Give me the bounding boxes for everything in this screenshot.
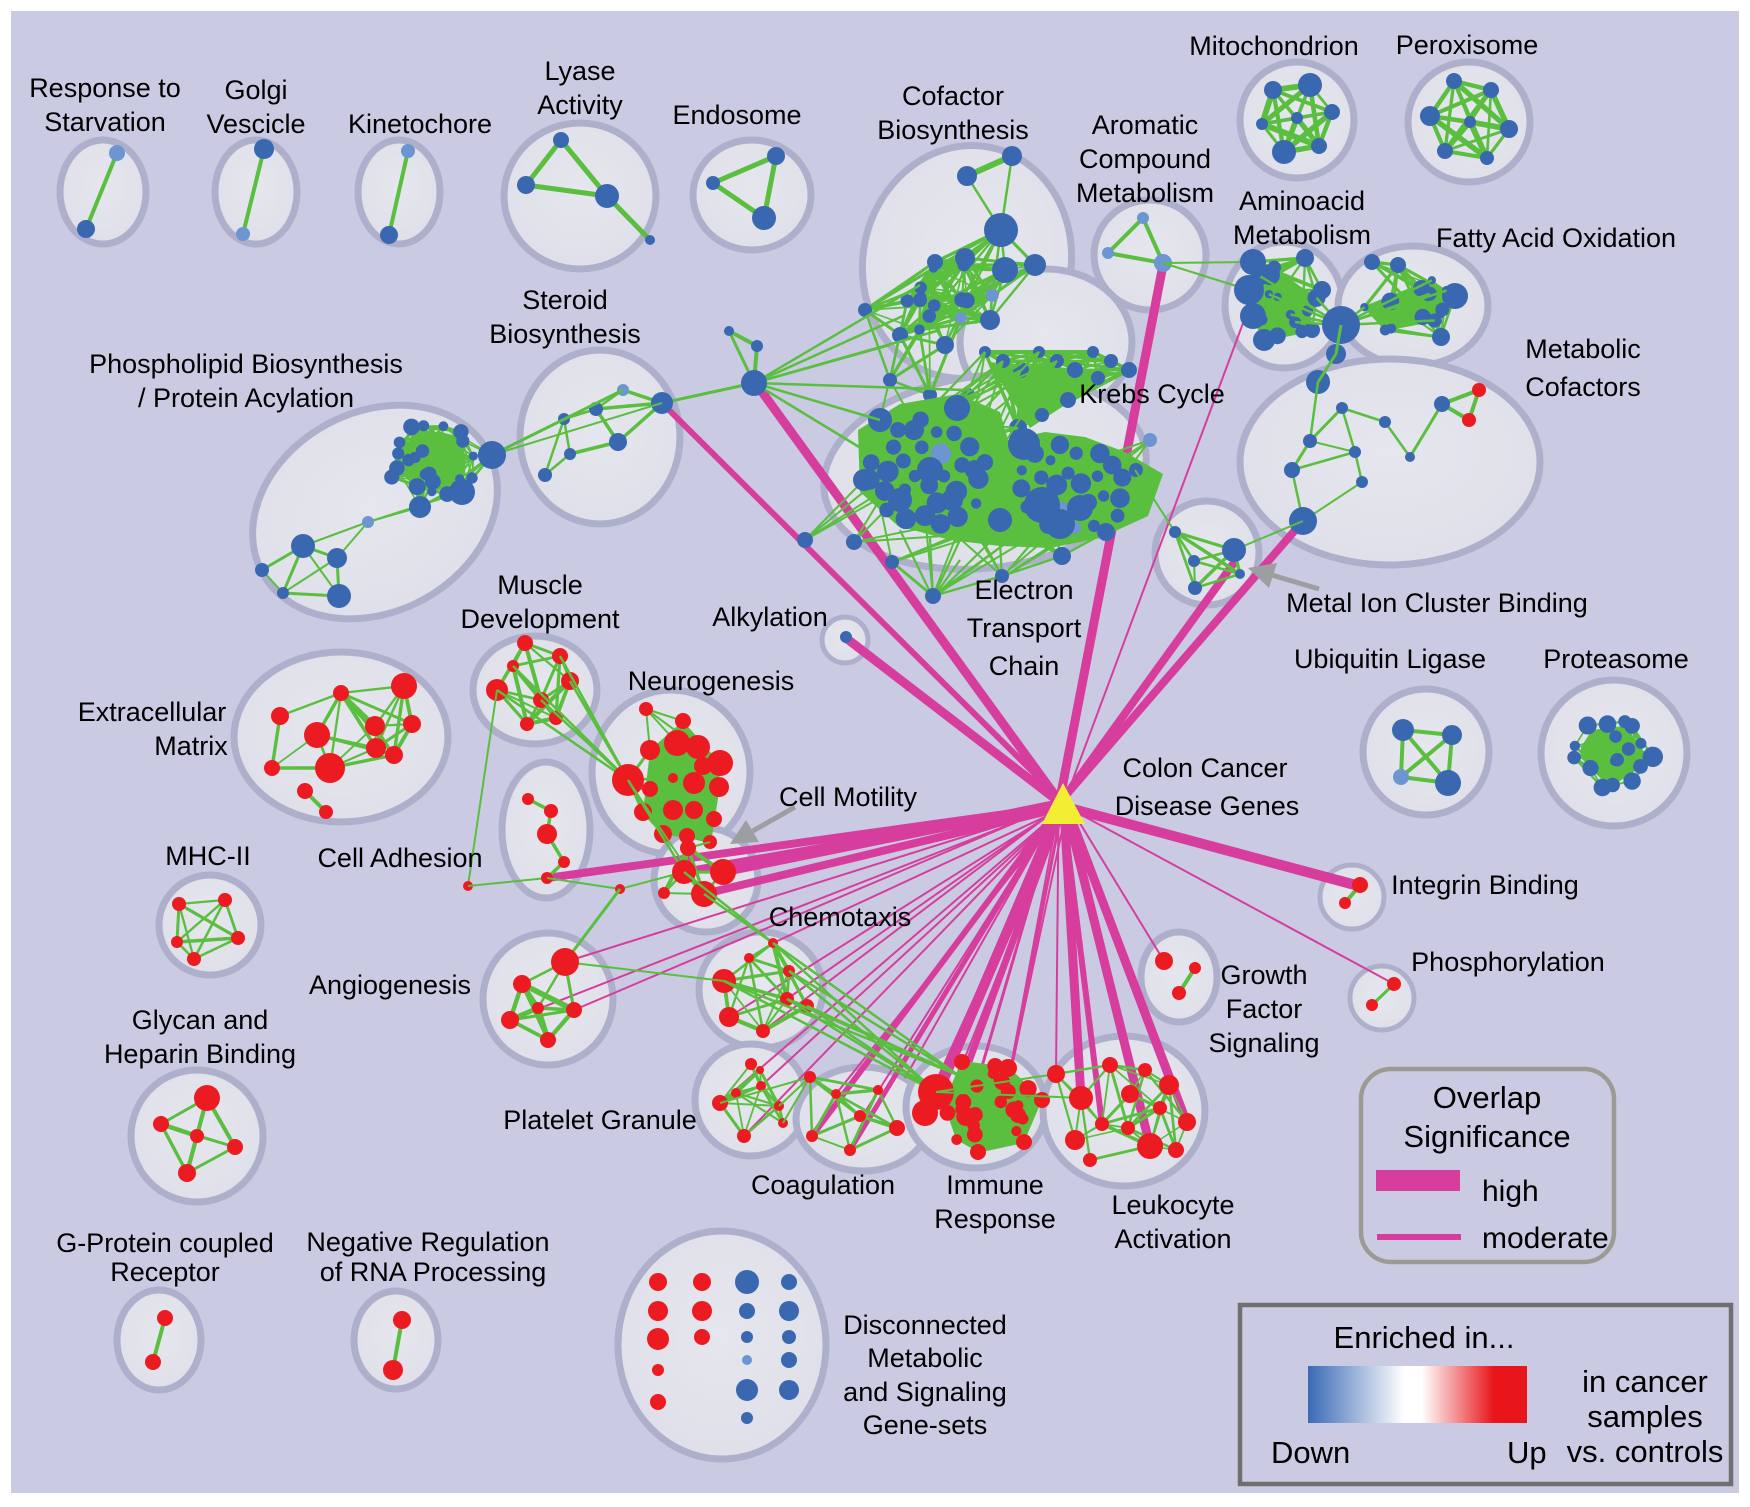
svg-text:Immune: Immune <box>946 1170 1044 1200</box>
svg-text:vs. controls: vs. controls <box>1567 1434 1724 1469</box>
svg-text:Platelet Granule: Platelet Granule <box>503 1105 697 1135</box>
svg-text:Significance: Significance <box>1403 1119 1570 1154</box>
svg-text:Muscle: Muscle <box>497 570 583 600</box>
svg-text:Activation: Activation <box>1114 1224 1231 1254</box>
svg-text:Krebs Cycle: Krebs Cycle <box>1079 379 1225 409</box>
svg-text:Colon Cancer: Colon Cancer <box>1122 753 1287 783</box>
svg-text:Metabolism: Metabolism <box>1076 178 1214 208</box>
svg-text:Golgi: Golgi <box>224 75 287 105</box>
svg-text:Up: Up <box>1507 1435 1547 1470</box>
svg-text:Ubiquitin Ligase: Ubiquitin Ligase <box>1294 644 1486 674</box>
svg-text:Signaling: Signaling <box>1208 1028 1319 1058</box>
svg-text:Development: Development <box>460 604 620 634</box>
svg-text:Matrix: Matrix <box>154 731 228 761</box>
svg-text:of RNA Processing: of RNA Processing <box>320 1257 547 1287</box>
svg-text:Chemotaxis: Chemotaxis <box>769 902 912 932</box>
svg-text:Steroid: Steroid <box>522 285 608 315</box>
svg-text:Glycan and: Glycan and <box>132 1005 269 1035</box>
svg-text:Phosphorylation: Phosphorylation <box>1411 947 1605 977</box>
svg-text:Factor: Factor <box>1226 994 1303 1024</box>
svg-text:Cofactors: Cofactors <box>1525 372 1641 402</box>
svg-text:high: high <box>1482 1175 1539 1208</box>
svg-text:Extracellular: Extracellular <box>78 697 227 727</box>
svg-text:/ Protein Acylation: / Protein Acylation <box>138 383 354 413</box>
svg-text:Biosynthesis: Biosynthesis <box>877 115 1029 145</box>
svg-text:Phospholipid Biosynthesis: Phospholipid Biosynthesis <box>89 349 403 379</box>
svg-text:Alkylation: Alkylation <box>712 602 828 632</box>
svg-text:Cofactor: Cofactor <box>902 81 1004 111</box>
svg-text:Gene-sets: Gene-sets <box>863 1410 988 1440</box>
svg-text:MHC-II: MHC-II <box>165 841 250 871</box>
svg-text:Aminoacid: Aminoacid <box>1239 186 1365 216</box>
svg-text:Heparin Binding: Heparin Binding <box>104 1039 296 1069</box>
svg-text:Enriched in...: Enriched in... <box>1334 1320 1515 1355</box>
svg-text:Disconnected: Disconnected <box>843 1310 1007 1340</box>
svg-text:Peroxisome: Peroxisome <box>1396 30 1539 60</box>
svg-text:Fatty Acid Oxidation: Fatty Acid Oxidation <box>1436 223 1676 253</box>
svg-text:Integrin Binding: Integrin Binding <box>1391 870 1579 900</box>
svg-text:Proteasome: Proteasome <box>1543 644 1689 674</box>
svg-text:Leukocyte: Leukocyte <box>1111 1190 1234 1220</box>
svg-text:Coagulation: Coagulation <box>751 1170 895 1200</box>
svg-text:G-Protein coupled: G-Protein coupled <box>56 1228 274 1258</box>
svg-text:Chain: Chain <box>989 651 1060 681</box>
svg-text:Transport: Transport <box>967 613 1082 643</box>
svg-text:Cell Motility: Cell Motility <box>779 782 918 812</box>
svg-text:Response to: Response to <box>29 73 181 103</box>
svg-text:Vescicle: Vescicle <box>206 109 305 139</box>
svg-text:Metabolism: Metabolism <box>1233 220 1371 250</box>
svg-text:samples: samples <box>1587 1399 1702 1434</box>
svg-text:Overlap: Overlap <box>1433 1080 1542 1115</box>
svg-text:Neurogenesis: Neurogenesis <box>628 666 795 696</box>
svg-text:Starvation: Starvation <box>44 107 166 137</box>
svg-text:Lyase: Lyase <box>544 56 615 86</box>
svg-text:Receptor: Receptor <box>110 1257 220 1287</box>
svg-text:Endosome: Endosome <box>672 100 801 130</box>
svg-text:Metabolic: Metabolic <box>867 1343 983 1373</box>
svg-text:Response: Response <box>934 1204 1056 1234</box>
svg-text:and Signaling: and Signaling <box>843 1377 1007 1407</box>
svg-text:Metal Ion Cluster Binding: Metal Ion Cluster Binding <box>1286 588 1588 618</box>
svg-text:Metabolic: Metabolic <box>1525 334 1641 364</box>
svg-text:Biosynthesis: Biosynthesis <box>489 319 641 349</box>
svg-text:Compound: Compound <box>1079 144 1211 174</box>
svg-text:Negative Regulation: Negative Regulation <box>306 1227 549 1257</box>
svg-text:Down: Down <box>1271 1435 1350 1470</box>
svg-text:Activity: Activity <box>537 90 623 120</box>
svg-text:Kinetochore: Kinetochore <box>348 109 492 139</box>
svg-text:Aromatic: Aromatic <box>1092 110 1199 140</box>
svg-text:Growth: Growth <box>1220 960 1307 990</box>
svg-text:Electron: Electron <box>974 575 1073 605</box>
svg-text:moderate: moderate <box>1482 1222 1609 1255</box>
svg-text:Mitochondrion: Mitochondrion <box>1189 31 1359 61</box>
svg-text:Angiogenesis: Angiogenesis <box>309 970 471 1000</box>
svg-text:Disease Genes: Disease Genes <box>1115 791 1300 821</box>
svg-text:in cancer: in cancer <box>1582 1364 1708 1399</box>
svg-text:Cell Adhesion: Cell Adhesion <box>317 843 482 873</box>
